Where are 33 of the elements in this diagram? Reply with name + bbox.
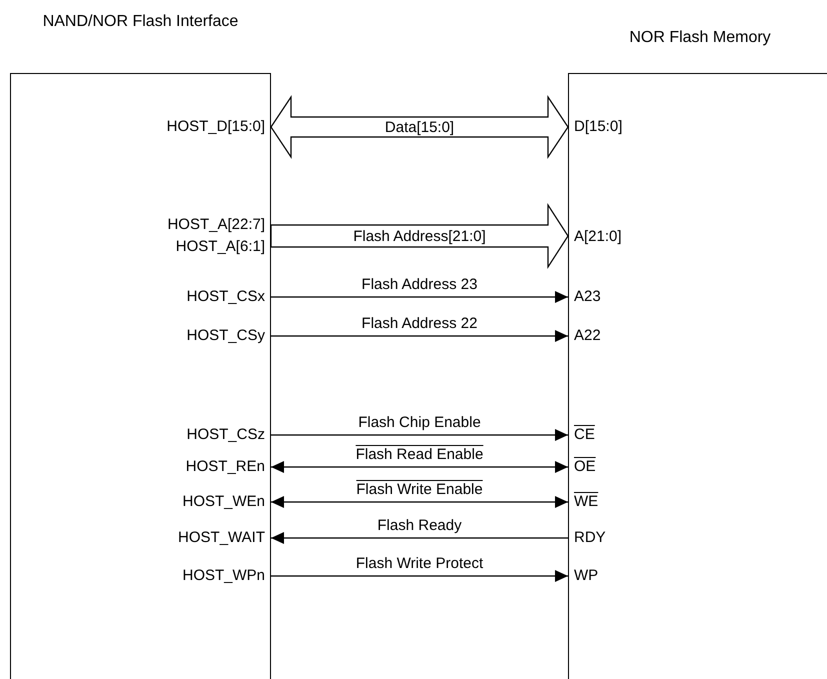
pin-name: A22 [568, 327, 601, 345]
pin-name: HOST_CSy [186, 327, 271, 345]
signal-arrow [271, 532, 568, 544]
pin-name: RDY [568, 529, 606, 547]
pin-name: HOST_WAIT [178, 529, 271, 547]
bus-arrow [270, 202, 569, 270]
pin-name: HOST_A[22:7] [167, 216, 271, 234]
pin-name: WE [568, 493, 598, 511]
bus-arrow [270, 95, 569, 159]
signal-arrow [271, 461, 568, 473]
pin-name: OE [568, 458, 596, 476]
pin-name: HOST_CSx [186, 288, 271, 306]
signal-arrow [271, 570, 568, 582]
pin-name: HOST_A[6:1] [176, 238, 271, 256]
signal-arrow [271, 291, 568, 303]
pin-name: D[15:0] [568, 118, 622, 136]
pin-name: HOST_REn [186, 458, 271, 476]
signal-arrow [271, 429, 568, 441]
pin-name: HOST_WEn [182, 493, 271, 511]
signal-arrow [271, 496, 568, 508]
pin-name: WP [568, 567, 598, 585]
edge-label: Data[15:0] [384, 119, 456, 136]
chip-title: NOR Flash Memory [628, 28, 772, 48]
pin-name: A23 [568, 288, 601, 306]
pin-name: A[21:0] [568, 228, 622, 246]
pin-name: HOST_D[15:0] [166, 118, 271, 136]
pin-name: HOST_CSz [186, 426, 271, 444]
pin-name: CE [568, 426, 595, 444]
edge-label: Flash Address[21:0] [352, 228, 487, 245]
signal-arrow [271, 330, 568, 342]
chip-title: NAND/NOR Flash Interface [42, 12, 240, 32]
edge-label: Flash Chip Enable [356, 414, 483, 431]
pin-name: HOST_WPn [182, 567, 271, 585]
